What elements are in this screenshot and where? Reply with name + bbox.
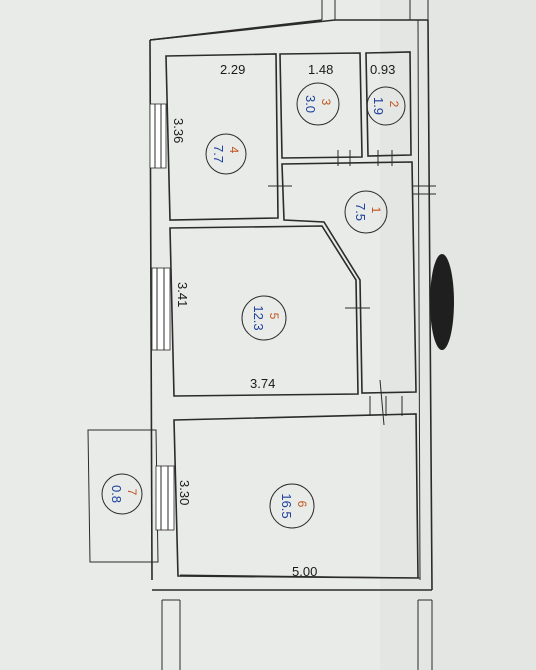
window-room-4 bbox=[149, 103, 167, 169]
room-4-outline bbox=[165, 53, 279, 221]
room-5-area: 12.3 bbox=[251, 305, 266, 330]
room-label-4: 4 7.7 bbox=[205, 133, 247, 175]
room-3-outline bbox=[279, 52, 363, 159]
room-6-number: 6 bbox=[295, 501, 309, 508]
dimension-d1: 2.29 bbox=[220, 62, 245, 77]
room-3-number: 3 bbox=[319, 99, 333, 106]
room-label-7: 7 0.8 bbox=[101, 473, 143, 515]
room-7-outline bbox=[87, 429, 159, 563]
window-room-5 bbox=[151, 267, 171, 351]
room-1-outline bbox=[281, 161, 417, 394]
room-7-area: 0.8 bbox=[109, 485, 124, 503]
dark-object-shadow bbox=[430, 254, 454, 350]
room-4-area: 7.7 bbox=[211, 145, 226, 163]
dimension-d8: 5.00 bbox=[292, 564, 317, 579]
room-5-number: 5 bbox=[267, 313, 281, 320]
room-label-1: 1 7.5 bbox=[344, 190, 388, 234]
room-3-area: 3.0 bbox=[303, 95, 318, 113]
outer-wall-right bbox=[417, 19, 433, 591]
room-6-area: 16.5 bbox=[279, 493, 294, 518]
room-2-outline bbox=[365, 51, 412, 157]
window-room-6 bbox=[155, 465, 175, 531]
paper-shade bbox=[380, 0, 536, 670]
room-1-number: 1 bbox=[369, 207, 383, 214]
room-2-number: 2 bbox=[387, 101, 401, 108]
dimension-d2: 1.48 bbox=[308, 62, 333, 77]
room-label-2: 2 1.9 bbox=[366, 86, 406, 126]
door-ticks bbox=[268, 150, 436, 426]
dimension-d7: 3.30 bbox=[177, 480, 192, 505]
dimension-d6: 3.74 bbox=[250, 376, 275, 391]
room-label-6: 6 16.5 bbox=[269, 483, 315, 529]
room-label-5: 5 12.3 bbox=[241, 295, 287, 341]
room-5-outline bbox=[169, 225, 359, 397]
room-1-area: 7.5 bbox=[353, 203, 368, 221]
room-4-number: 4 bbox=[227, 147, 241, 154]
dimension-d3: 0.93 bbox=[370, 62, 395, 77]
room-label-3: 3 3.0 bbox=[296, 82, 340, 126]
dimension-d4: 3.36 bbox=[171, 118, 186, 143]
room-2-area: 1.9 bbox=[371, 97, 386, 115]
room-6-outline bbox=[173, 413, 419, 579]
room-7-number: 7 bbox=[125, 489, 139, 496]
dimension-d5: 3.41 bbox=[175, 282, 190, 307]
